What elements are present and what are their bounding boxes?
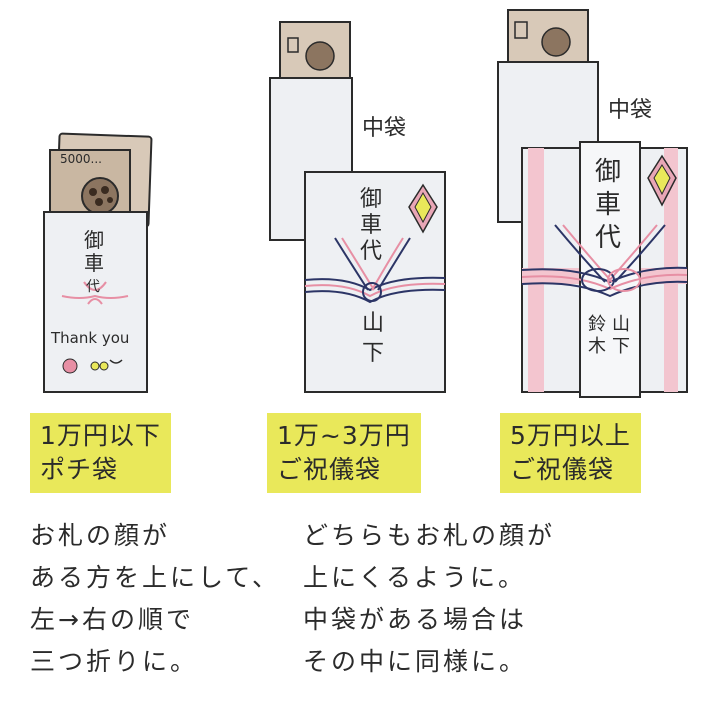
price-label-large-line-1: 5万円以上 [510,421,631,450]
inner-bag-label-small: 中袋 [362,116,406,141]
svg-text:5000...: 5000... [60,152,102,166]
pochi-title-char-3: 代 [86,279,100,295]
pochi-title: 御 車 代 [84,228,110,295]
note-left-line-3: 左→右の順で [30,605,194,634]
price-label-goshugi-small: 1万~3万円 ご祝儀袋 [267,413,421,493]
inner-bag-label-large: 中袋 [608,98,652,123]
goshugi-large-title: 御 車 代 [595,157,629,253]
note-right-line-2: 上にくるように。 [303,563,527,592]
note-left: お札の顔が ある方を上にして、 左→右の順で 三つ折りに。 [30,515,280,683]
banknote [279,21,351,83]
price-label-pochi-line-2: ポチ袋 [40,455,119,484]
goshugi-small-name: 山 下 [362,311,391,366]
note-right-line-3: 中袋がある場合は [303,605,528,634]
note-right-line-4: その中に同様に。 [303,647,528,676]
goshugi-small-illustration [269,21,446,393]
pochi-title-char-1: 御 [84,228,104,252]
note-left-line-1: お札の顔が [30,521,171,550]
pochi-greeting: Thank you [50,329,129,347]
price-label-small-line-2: ご祝儀袋 [277,455,382,484]
price-label-small-line-1: 1万~3万円 [277,421,411,450]
price-label-pochi-line-1: 1万円以下 [40,421,161,450]
banknote: 5000... [49,132,153,231]
pochi-bukuro-illustration: 5000... [43,132,153,393]
pochi-title-char-2: 車 [84,251,104,275]
note-right-line-1: どちらもお札の顔が [303,521,556,550]
note-right: どちらもお札の顔が 上にくるように。 中袋がある場合は その中に同様に。 [303,515,555,683]
note-left-line-2: ある方を上にして、 [30,563,281,592]
price-label-goshugi-large: 5万円以上 ご祝儀袋 [500,413,641,493]
note-left-line-4: 三つ折りに。 [30,647,199,676]
goshugi-large-illustration [497,9,688,398]
goshugi-large-name-right: 山 下 [612,314,636,357]
price-label-pochi: 1万円以下 ポチ袋 [30,413,171,493]
price-label-large-line-2: ご祝儀袋 [510,455,615,484]
goshugi-large-name-left: 鈴 木 [588,314,612,357]
goshugi-small-title: 御 車 代 [360,187,389,264]
